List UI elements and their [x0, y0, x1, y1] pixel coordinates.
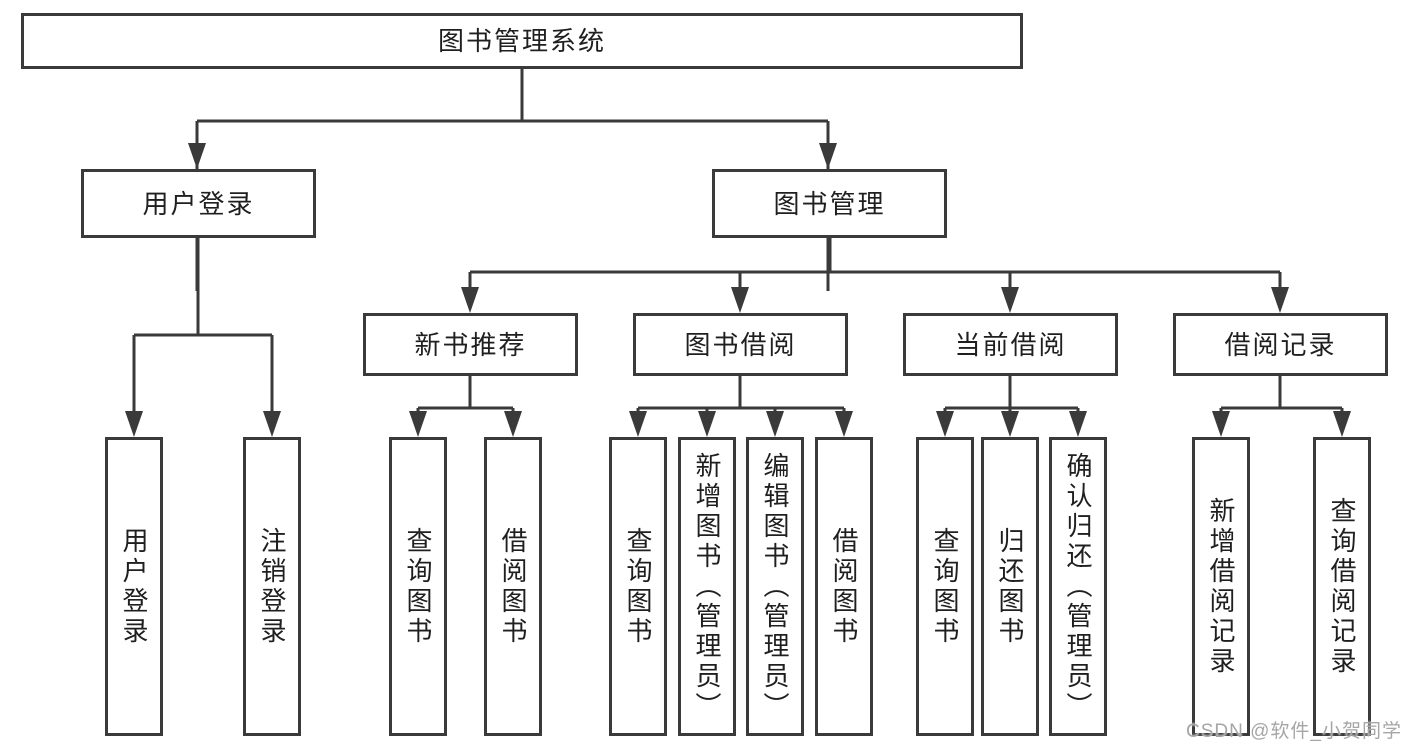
leaf-logout: 注销登录: [243, 437, 301, 736]
leaf-borrow-books-recommend: 借阅图书: [484, 437, 542, 736]
connector-new-book-to-leaves: [409, 376, 522, 437]
node-borrowing-records: 借阅记录: [1173, 313, 1388, 376]
leaf-label: 编辑图书（管理员）: [760, 451, 790, 722]
node-label: 图书借阅: [684, 329, 797, 360]
leaf-label: 查询借阅记录: [1327, 496, 1357, 677]
leaf-query-books-borrow: 查询图书: [609, 437, 667, 736]
node-user-login: 用户登录: [81, 169, 316, 238]
node-label: 图书管理: [773, 188, 886, 219]
leaf-label: 查询图书: [403, 526, 433, 647]
node-book-borrowing: 图书借阅: [633, 313, 848, 376]
node-label: 新书推荐: [414, 329, 527, 360]
leaf-query-borrow-record: 查询借阅记录: [1313, 437, 1371, 736]
leaf-label: 归还图书: [995, 526, 1025, 647]
connector-current-borrow-to-leaves: [936, 376, 1087, 437]
leaf-label: 新增借阅记录: [1206, 496, 1236, 677]
connector-borrow-record-to-leaves: [1212, 376, 1351, 437]
leaf-user-login: 用户登录: [105, 437, 163, 736]
node-label: 借阅记录: [1224, 329, 1337, 360]
node-label: 当前借阅: [954, 329, 1067, 360]
leaf-query-books-current: 查询图书: [916, 437, 974, 736]
connector-book-management-to-level3: [461, 238, 1289, 313]
leaf-confirm-return-admin: 确认归还（管理员）: [1049, 437, 1107, 736]
leaf-add-books-admin: 新增图书（管理员）: [678, 437, 736, 736]
leaf-label: 新增图书（管理员）: [692, 451, 722, 722]
leaf-label: 用户登录: [119, 526, 149, 647]
node-label: 图书管理系统: [437, 26, 606, 56]
leaf-edit-books-admin: 编辑图书（管理员）: [746, 437, 804, 736]
node-book-management: 图书管理: [712, 169, 947, 238]
node-current-borrowing: 当前借阅: [903, 313, 1118, 376]
connector-user-login-to-leaves: [125, 238, 281, 437]
leaf-label: 查询图书: [623, 526, 653, 647]
leaf-label: 确认归还（管理员）: [1063, 451, 1093, 722]
node-new-book-recommend: 新书推荐: [363, 313, 578, 376]
csdn-watermark: CSDN @软件_小贺同学: [1186, 721, 1402, 742]
leaf-label: 借阅图书: [498, 526, 528, 647]
connector-book-borrow-to-leaves: [629, 376, 853, 437]
leaf-query-books-recommend: 查询图书: [389, 437, 447, 736]
leaf-return-books: 归还图书: [981, 437, 1039, 736]
leaf-add-borrow-record: 新增借阅记录: [1192, 437, 1250, 736]
leaf-label: 注销登录: [257, 526, 287, 647]
leaf-label: 查询图书: [930, 526, 960, 647]
node-library-management-system: 图书管理系统: [21, 13, 1023, 69]
node-label: 用户登录: [142, 188, 255, 219]
leaf-label: 借阅图书: [829, 526, 859, 647]
leaf-borrow-books: 借阅图书: [815, 437, 873, 736]
